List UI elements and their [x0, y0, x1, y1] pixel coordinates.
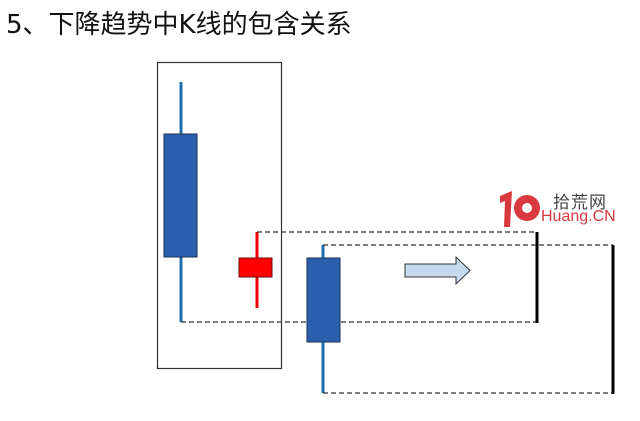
- inclusion-frame: [156, 61, 283, 370]
- logo-english-text: Huang.CN: [541, 208, 616, 225]
- candle1-body: [163, 133, 198, 258]
- candle2-body: [238, 257, 273, 278]
- page-title: 5、下降趋势中K线的包含关系: [6, 10, 352, 40]
- logo-mark: [500, 191, 540, 227]
- candle3-body: [306, 257, 341, 343]
- logo-chinese-text: 拾荒网: [553, 193, 607, 213]
- right-arrow-icon: [404, 255, 471, 286]
